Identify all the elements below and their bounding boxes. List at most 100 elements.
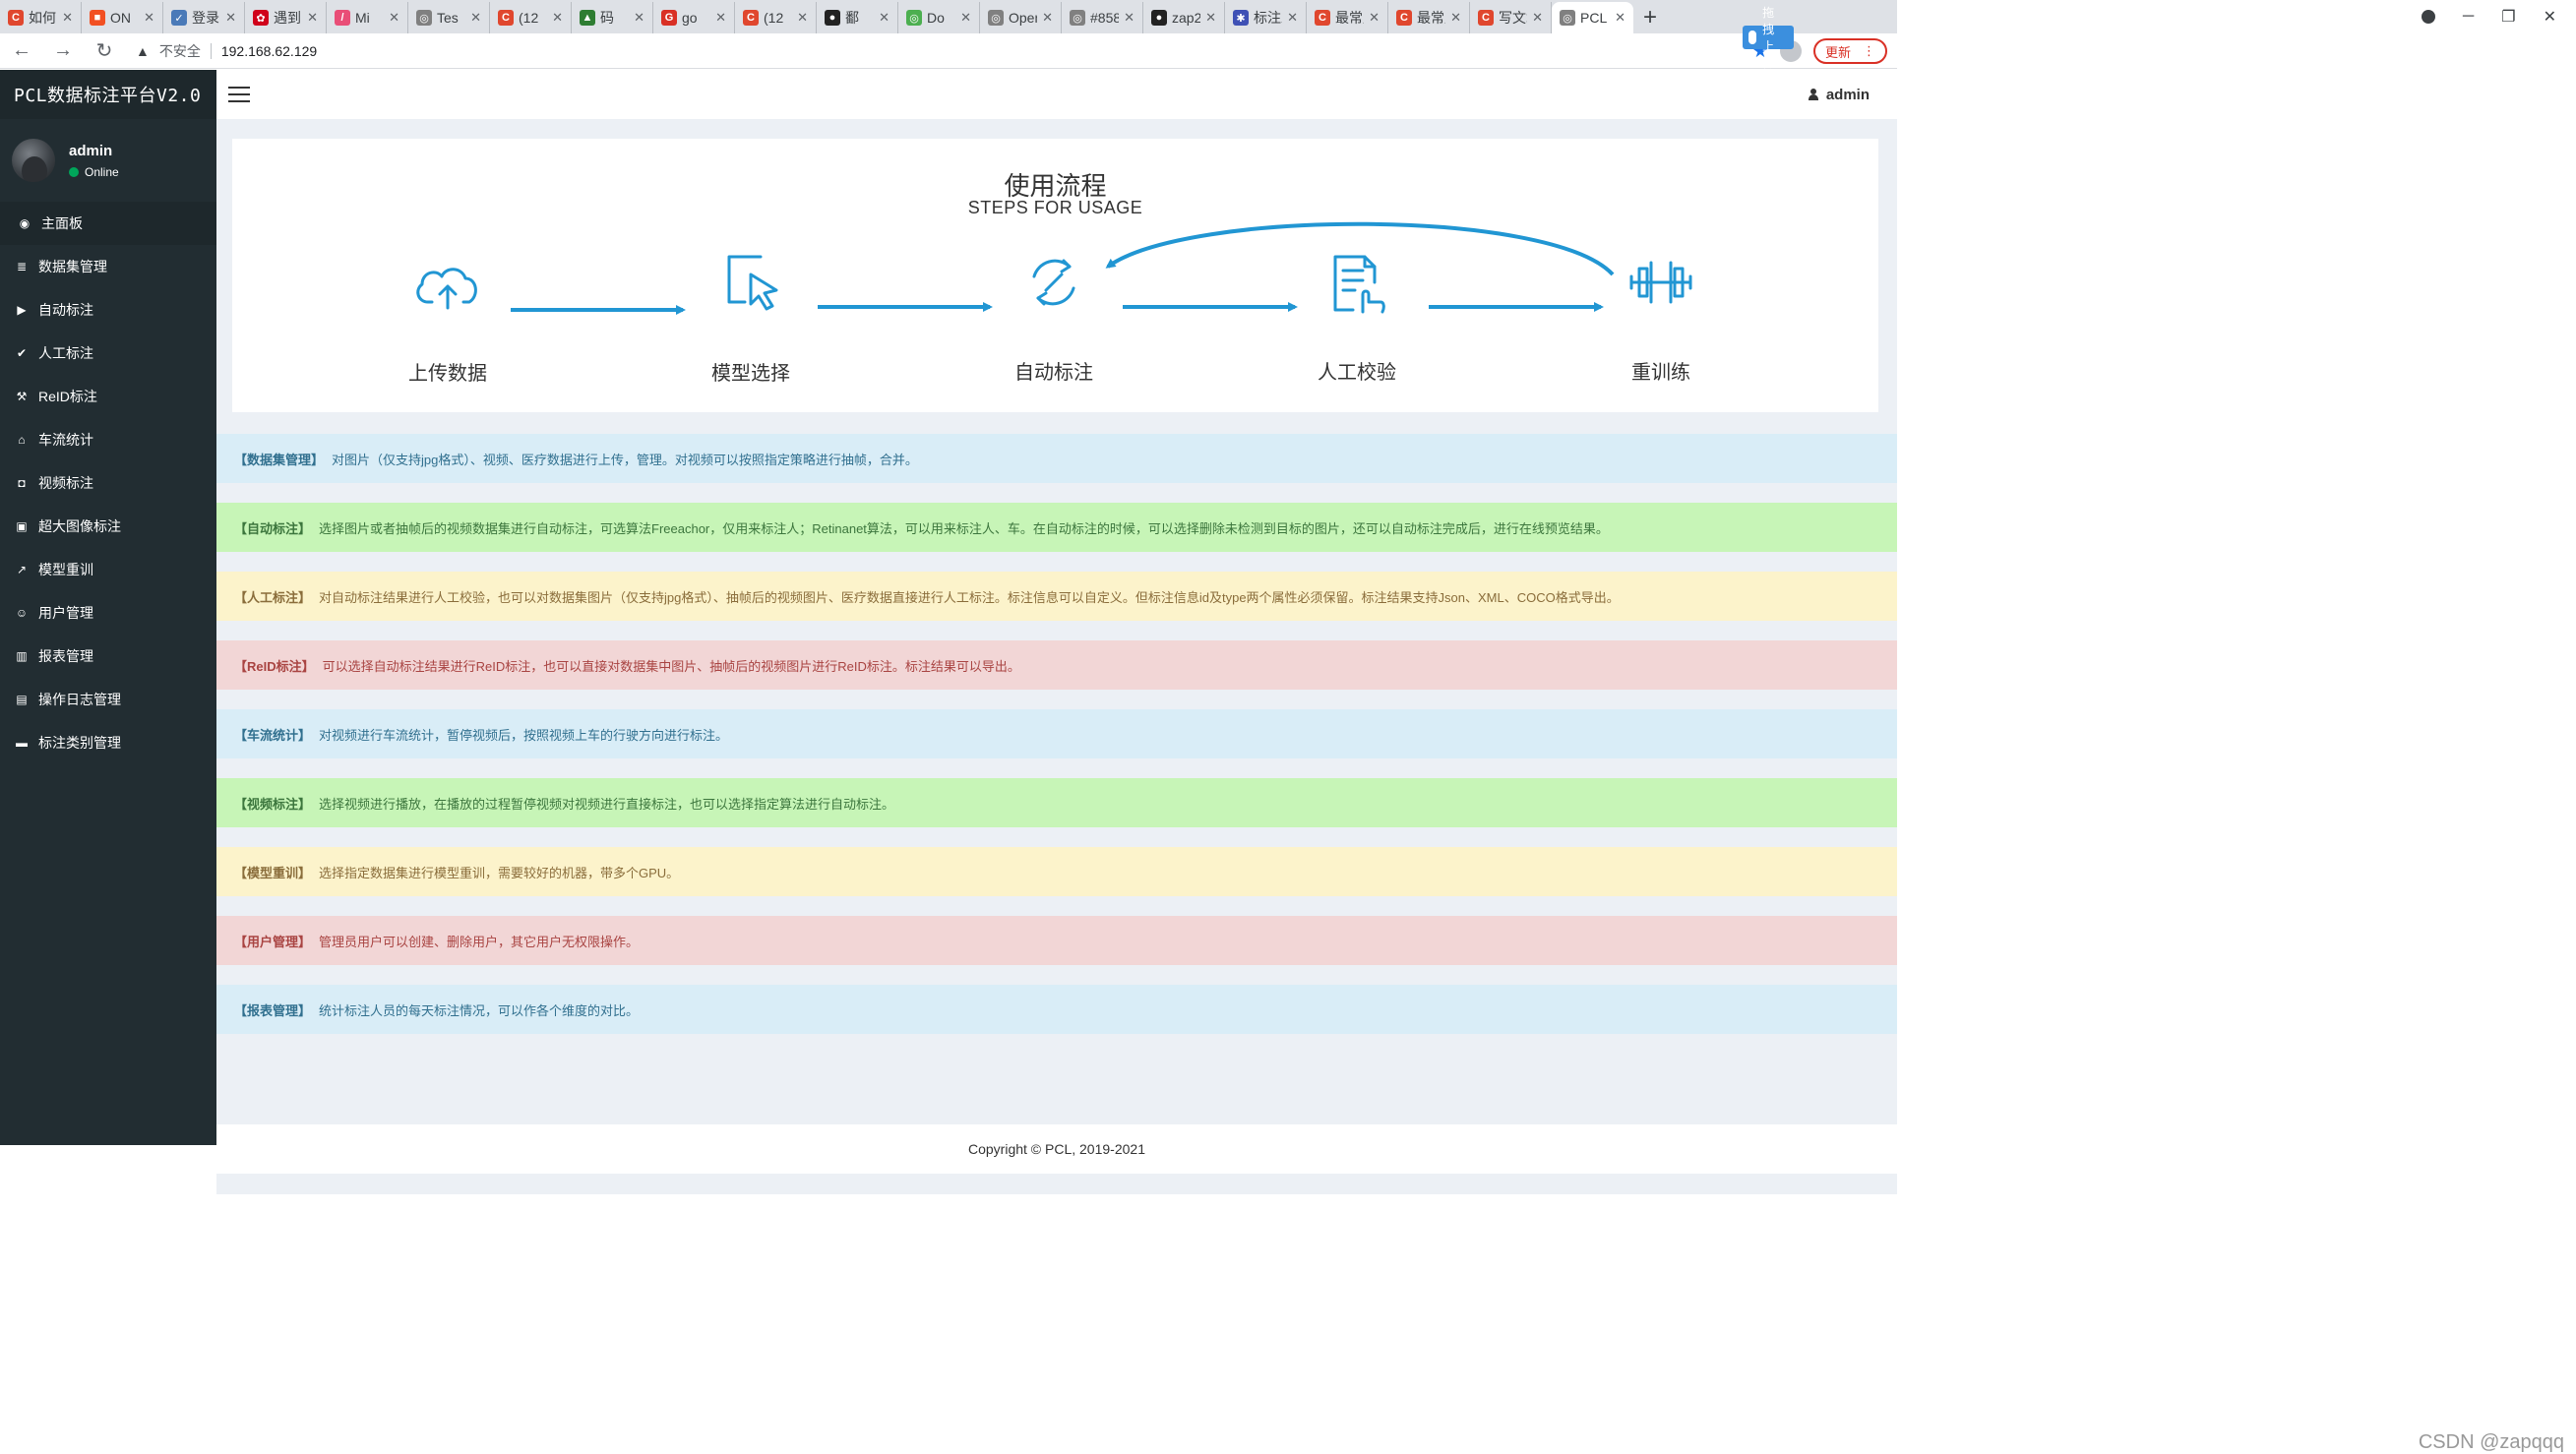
minimize-icon[interactable]: ─ — [2462, 8, 2475, 25]
sidebar-item[interactable]: ▶自动标注 — [0, 288, 216, 332]
browser-tab[interactable]: ●zap20✕ — [1143, 2, 1225, 33]
browser-tab[interactable]: C(12✕ — [735, 2, 817, 33]
cloud-upload-icon — [416, 268, 477, 310]
omnibox-divider — [210, 42, 212, 59]
sidebar-item[interactable]: ▣超大图像标注 — [0, 505, 216, 548]
sidebar-item[interactable]: ◘视频标注 — [0, 461, 216, 505]
update-button[interactable]: 更新 ⋮ — [1812, 38, 1887, 64]
briefcase-icon: ▬ — [16, 736, 28, 750]
new-tab-button[interactable]: + — [1642, 4, 1657, 30]
browser-tab[interactable]: ◎Tes✕ — [408, 2, 490, 33]
sidebar-item[interactable]: ✔人工标注 — [0, 332, 216, 375]
tab-close-icon[interactable]: ✕ — [1369, 10, 1380, 25]
alert-text: 对自动标注结果进行人工校验，也可以对数据集图片（仅支持jpg格式）、抽帧后的视频… — [319, 589, 1620, 605]
sidebar-item-label: 数据集管理 — [38, 259, 107, 274]
tab-close-icon[interactable]: ✕ — [960, 10, 971, 25]
tab-close-icon[interactable]: ✕ — [144, 10, 154, 25]
dashboard-icon: ◉ — [19, 216, 31, 230]
browser-tab[interactable]: ✓登录✕ — [163, 2, 245, 33]
omnibox[interactable]: ▲ 不安全 192.168.62.129 — [136, 41, 317, 61]
feature-alert: 【视频标注】选择视频进行播放，在播放的过程暂停视频对视频进行直接标注，也可以选择… — [216, 778, 1897, 827]
browser-tab[interactable]: ◎PCL✕ — [1552, 2, 1633, 33]
tab-close-icon[interactable]: ✕ — [797, 10, 808, 25]
url-text[interactable]: 192.168.62.129 — [220, 42, 318, 59]
tab-favicon-icon: ● — [825, 10, 840, 26]
alert-title: 【自动标注】 — [234, 520, 312, 536]
tab-close-icon[interactable]: ✕ — [307, 10, 318, 25]
document-hand-icon — [1333, 255, 1385, 314]
browser-tab[interactable]: C(12✕ — [490, 2, 572, 33]
back-icon[interactable]: ← — [12, 39, 31, 61]
browser-tab[interactable]: C写文章✕ — [1470, 2, 1552, 33]
tab-label: Tes — [437, 10, 459, 26]
tab-close-icon[interactable]: ✕ — [552, 10, 563, 25]
tab-close-icon[interactable]: ✕ — [1450, 10, 1461, 25]
tab-favicon-icon: ◎ — [1560, 10, 1575, 26]
close-window-icon[interactable]: ✕ — [2543, 9, 2556, 26]
sidebar-toggle-icon[interactable] — [228, 87, 250, 102]
user-menu[interactable]: admin — [1808, 70, 1870, 119]
tab-close-icon[interactable]: ✕ — [1287, 10, 1298, 25]
sidebar-item[interactable]: ⌂车流统计 — [0, 418, 216, 461]
restore-icon[interactable]: ❐ — [2501, 9, 2516, 26]
tab-favicon-icon: ◎ — [988, 10, 1004, 26]
drag-upload-badge[interactable]: 拖拽上传 — [1742, 6, 1794, 70]
sidebar-item-label: 超大图像标注 — [38, 518, 121, 534]
tab-search-icon[interactable] — [2421, 10, 2435, 24]
tab-close-icon[interactable]: ✕ — [62, 10, 73, 25]
browser-tab[interactable]: ✿遇到✕ — [245, 2, 327, 33]
reload-icon[interactable]: ↻ — [95, 40, 113, 62]
sidebar-item-label: 用户管理 — [38, 605, 93, 621]
browser-tab[interactable]: ■ON✕ — [82, 2, 163, 33]
sidebar-item[interactable]: ▤操作日志管理 — [0, 678, 216, 721]
watermark-text: CSDN @zapqqq — [2418, 1431, 2564, 1453]
tab-label: 遇到 — [274, 10, 301, 26]
drag-upload-label: 拖拽上传 — [1762, 6, 1775, 70]
line-chart-icon: ↗ — [16, 563, 28, 576]
sidebar-menu: ◉主面板≣数据集管理▶自动标注✔人工标注⚒ReID标注⌂车流统计◘视频标注▣超大… — [0, 202, 216, 764]
tab-close-icon[interactable]: ✕ — [715, 10, 726, 25]
browser-tab[interactable]: ◎Do✕ — [898, 2, 980, 33]
sidebar-item-label: 标注类别管理 — [38, 735, 121, 751]
tab-close-icon[interactable]: ✕ — [225, 10, 236, 25]
tab-close-icon[interactable]: ✕ — [1205, 10, 1216, 25]
browser-tab[interactable]: ✱标注工✕ — [1225, 2, 1307, 33]
tab-close-icon[interactable]: ✕ — [1124, 10, 1135, 25]
tab-label: ON — [110, 10, 131, 26]
tab-favicon-icon: G — [661, 10, 677, 26]
sidebar-item[interactable]: ▥报表管理 — [0, 635, 216, 678]
steps-title: 使用流程 — [1004, 171, 1107, 201]
footer-spacer — [216, 1174, 1897, 1194]
sidebar-item[interactable]: ↗模型重训 — [0, 548, 216, 591]
brand-logo[interactable]: PCL数据标注平台V2.0 — [0, 70, 216, 119]
forward-icon[interactable]: → — [53, 39, 73, 61]
tab-close-icon[interactable]: ✕ — [1042, 10, 1053, 25]
sidebar-item[interactable]: ≣数据集管理 — [0, 245, 216, 288]
sidebar-username: admin — [69, 142, 113, 159]
sidebar-item[interactable]: ◉主面板 — [0, 202, 216, 245]
tab-close-icon[interactable]: ✕ — [634, 10, 644, 25]
tab-label: Mi — [355, 10, 370, 26]
browser-tab[interactable]: ◎#858✕ — [1062, 2, 1143, 33]
tab-close-icon[interactable]: ✕ — [389, 10, 399, 25]
browser-tab[interactable]: ◎OpenI✕ — [980, 2, 1062, 33]
sidebar-item-label: 操作日志管理 — [38, 692, 121, 707]
sidebar-item[interactable]: ▬ 标注类别管理 — [0, 721, 216, 764]
update-label: 更新 — [1824, 44, 1851, 60]
browser-tab[interactable]: C最常用✕ — [1307, 2, 1388, 33]
tab-close-icon[interactable]: ✕ — [879, 10, 889, 25]
browser-tab[interactable]: ▲码✕ — [572, 2, 653, 33]
browser-tab[interactable]: /Mi✕ — [327, 2, 408, 33]
tab-close-icon[interactable]: ✕ — [470, 10, 481, 25]
dumbbell-icon — [1629, 261, 1692, 304]
avatar — [12, 139, 55, 182]
browser-tab[interactable]: ●鄱✕ — [817, 2, 898, 33]
sidebar-item[interactable]: ⚒ReID标注 — [0, 375, 216, 418]
tab-close-icon[interactable]: ✕ — [1532, 10, 1543, 25]
browser-tab[interactable]: C最常用✕ — [1388, 2, 1470, 33]
tab-close-icon[interactable]: ✕ — [1615, 10, 1625, 25]
sidebar-item-label: 车流统计 — [38, 432, 93, 448]
sidebar-item[interactable]: ☺用户管理 — [0, 591, 216, 635]
